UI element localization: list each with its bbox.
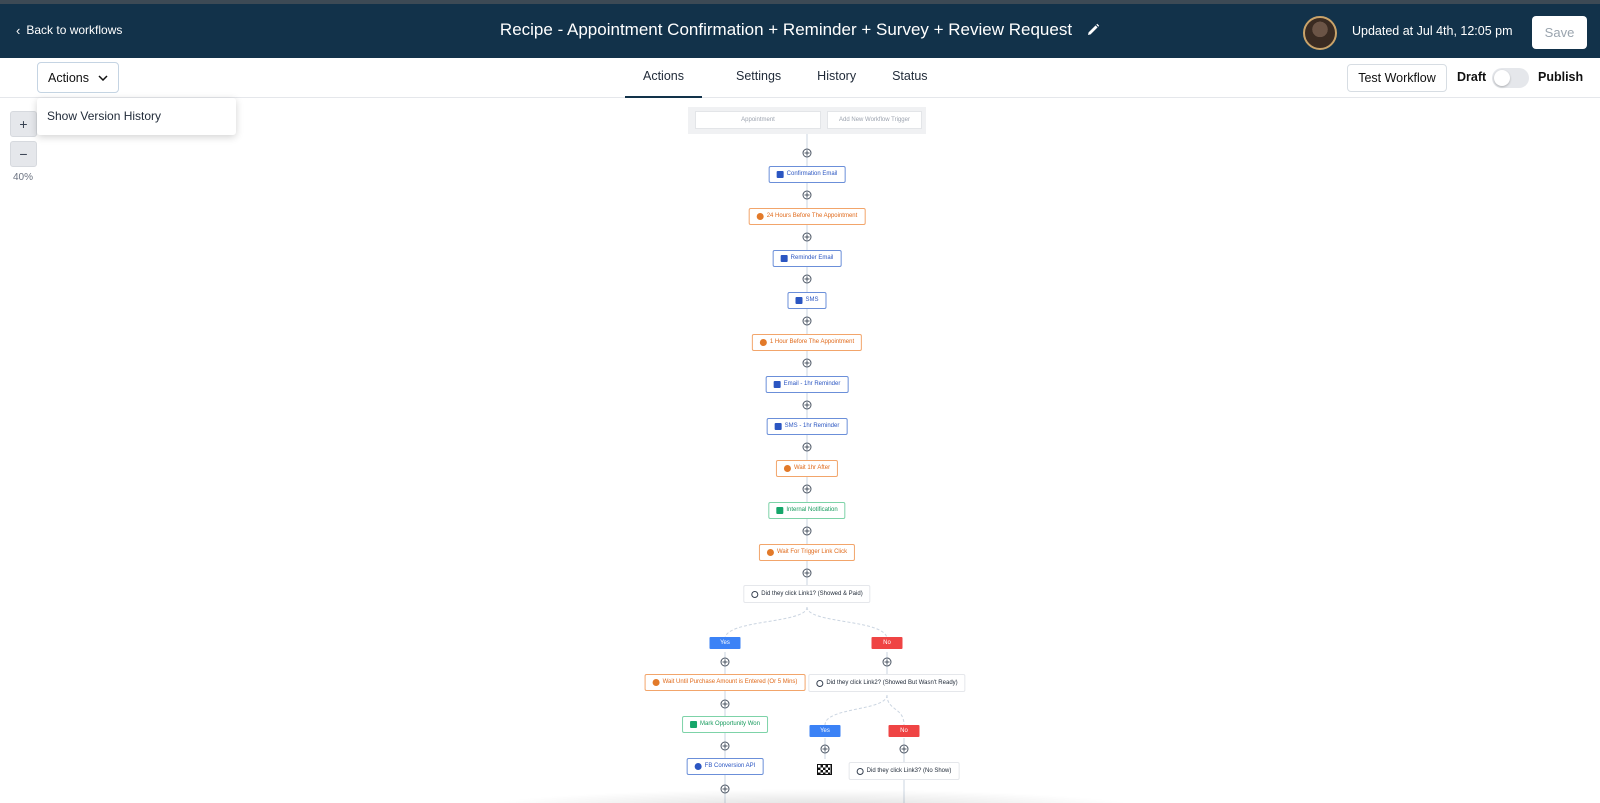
add-step-icon[interactable]	[720, 699, 730, 709]
condition-link2[interactable]: Did they click Link2? (Showed But Wasn't…	[808, 674, 966, 692]
step-reminder-email[interactable]: Reminder Email	[772, 250, 842, 267]
notification-icon	[776, 507, 784, 514]
step-wait-24-hours[interactable]: 24 Hours Before The Appointment	[748, 208, 866, 225]
actions-dropdown[interactable]: Actions	[37, 62, 119, 93]
trigger-appointment[interactable]: Appointment	[695, 111, 821, 129]
step-email-1hr-reminder[interactable]: Email - 1hr Reminder	[765, 376, 849, 393]
clock-icon	[652, 679, 660, 686]
draft-label: Draft	[1457, 70, 1487, 84]
top-bar: ‹ Back to workflows Recipe - Appointment…	[0, 0, 1600, 58]
chevron-left-icon: ‹	[16, 22, 21, 38]
clock-icon	[766, 549, 774, 556]
sub-branch-yes[interactable]: Yes	[809, 725, 841, 737]
step-sms[interactable]: SMS	[787, 292, 827, 309]
clock-icon	[756, 213, 764, 220]
add-step-icon[interactable]	[802, 148, 812, 158]
workflow-toolbar: Actions Actions Settings History Status …	[0, 58, 1600, 98]
clock-icon	[783, 465, 791, 472]
email-icon	[780, 255, 788, 262]
add-step-icon[interactable]	[802, 274, 812, 284]
menu-item-show-version-history[interactable]: Show Version History	[47, 109, 162, 123]
add-step-icon[interactable]	[802, 568, 812, 578]
add-step-icon[interactable]	[882, 657, 892, 667]
facebook-icon	[694, 763, 702, 770]
step-fb-conversion-api[interactable]: FB Conversion API	[686, 758, 764, 775]
workflow-canvas[interactable]: Appointment Add New Workflow Trigger Con…	[0, 99, 1600, 803]
tab-status[interactable]: Status	[892, 69, 928, 83]
tab-actions[interactable]: Actions	[625, 58, 702, 98]
email-icon	[776, 171, 784, 178]
publish-toggle[interactable]	[1492, 68, 1529, 88]
trigger-bar: Appointment Add New Workflow Trigger	[688, 107, 926, 134]
branch-yes[interactable]: Yes	[709, 637, 741, 649]
actions-dropdown-label: Actions	[48, 70, 89, 85]
add-trigger-button[interactable]: Add New Workflow Trigger	[827, 111, 922, 129]
branch-no[interactable]: No	[871, 637, 903, 649]
condition-icon	[816, 679, 824, 687]
step-wait-1-hour[interactable]: 1 Hour Before The Appointment	[751, 334, 863, 351]
condition-icon	[751, 590, 759, 598]
sub-branch-no[interactable]: No	[888, 725, 920, 737]
connector-lines	[724, 134, 905, 803]
clock-icon	[759, 339, 767, 346]
tab-history[interactable]: History	[817, 69, 857, 83]
back-label: Back to workflows	[26, 23, 123, 37]
add-step-icon[interactable]	[802, 484, 812, 494]
add-step-icon[interactable]	[802, 526, 812, 536]
step-internal-notification[interactable]: Internal Notification	[768, 502, 846, 519]
workflow-title: Recipe - Appointment Confirmation + Remi…	[499, 20, 1073, 39]
pencil-icon[interactable]	[1086, 23, 1100, 37]
back-to-workflows-link[interactable]: ‹ Back to workflows	[16, 23, 122, 37]
step-wait-1hr-after[interactable]: Wait 1hr After	[775, 460, 839, 477]
sms-icon	[774, 423, 782, 430]
add-step-icon[interactable]	[720, 657, 730, 667]
test-workflow-button[interactable]: Test Workflow	[1347, 64, 1447, 92]
add-step-icon[interactable]	[802, 232, 812, 242]
sms-icon	[795, 297, 803, 304]
canvas-bottom-fade	[470, 789, 1150, 803]
updated-timestamp: Updated at Jul 4th, 12:05 pm	[1352, 24, 1513, 38]
zoom-out-button[interactable]: −	[10, 141, 37, 167]
avatar[interactable]	[1303, 16, 1337, 50]
condition-link3[interactable]: Did they click Link3? (No Show)	[848, 762, 960, 780]
step-mark-opportunity-won[interactable]: Mark Opportunity Won	[682, 716, 768, 733]
publish-label: Publish	[1538, 70, 1584, 84]
opportunity-icon	[690, 721, 698, 728]
actions-menu: Show Version History	[37, 98, 236, 135]
zoom-level: 40%	[13, 172, 34, 183]
step-wait-until-purchase[interactable]: Wait Until Purchase Amount is Entered (O…	[644, 674, 806, 691]
zoom-in-button[interactable]: +	[10, 111, 37, 137]
add-step-icon[interactable]	[802, 358, 812, 368]
email-icon	[773, 381, 781, 388]
add-step-icon[interactable]	[720, 784, 730, 794]
tab-settings[interactable]: Settings	[736, 69, 782, 83]
step-confirmation-email[interactable]: Confirmation Email	[768, 166, 846, 183]
save-button[interactable]: Save	[1532, 16, 1587, 49]
add-step-icon[interactable]	[802, 316, 812, 326]
chevron-down-icon	[98, 74, 108, 81]
add-step-icon[interactable]	[820, 744, 830, 754]
tab-bar: Actions Settings History Status	[625, 58, 946, 98]
toggle-knob	[1494, 70, 1510, 86]
add-step-icon[interactable]	[802, 400, 812, 410]
condition-icon	[856, 767, 864, 775]
step-sms-1hr-reminder[interactable]: SMS - 1hr Reminder	[766, 418, 848, 435]
add-step-icon[interactable]	[802, 190, 812, 200]
add-step-icon[interactable]	[899, 744, 909, 754]
add-step-icon[interactable]	[720, 741, 730, 751]
add-step-icon[interactable]	[802, 442, 812, 452]
step-wait-for-trigger-link-click[interactable]: Wait For Trigger Link Click	[758, 544, 856, 561]
end-flag-icon	[817, 764, 832, 775]
condition-link1[interactable]: Did they click Link1? (Showed & Paid)	[743, 585, 871, 603]
